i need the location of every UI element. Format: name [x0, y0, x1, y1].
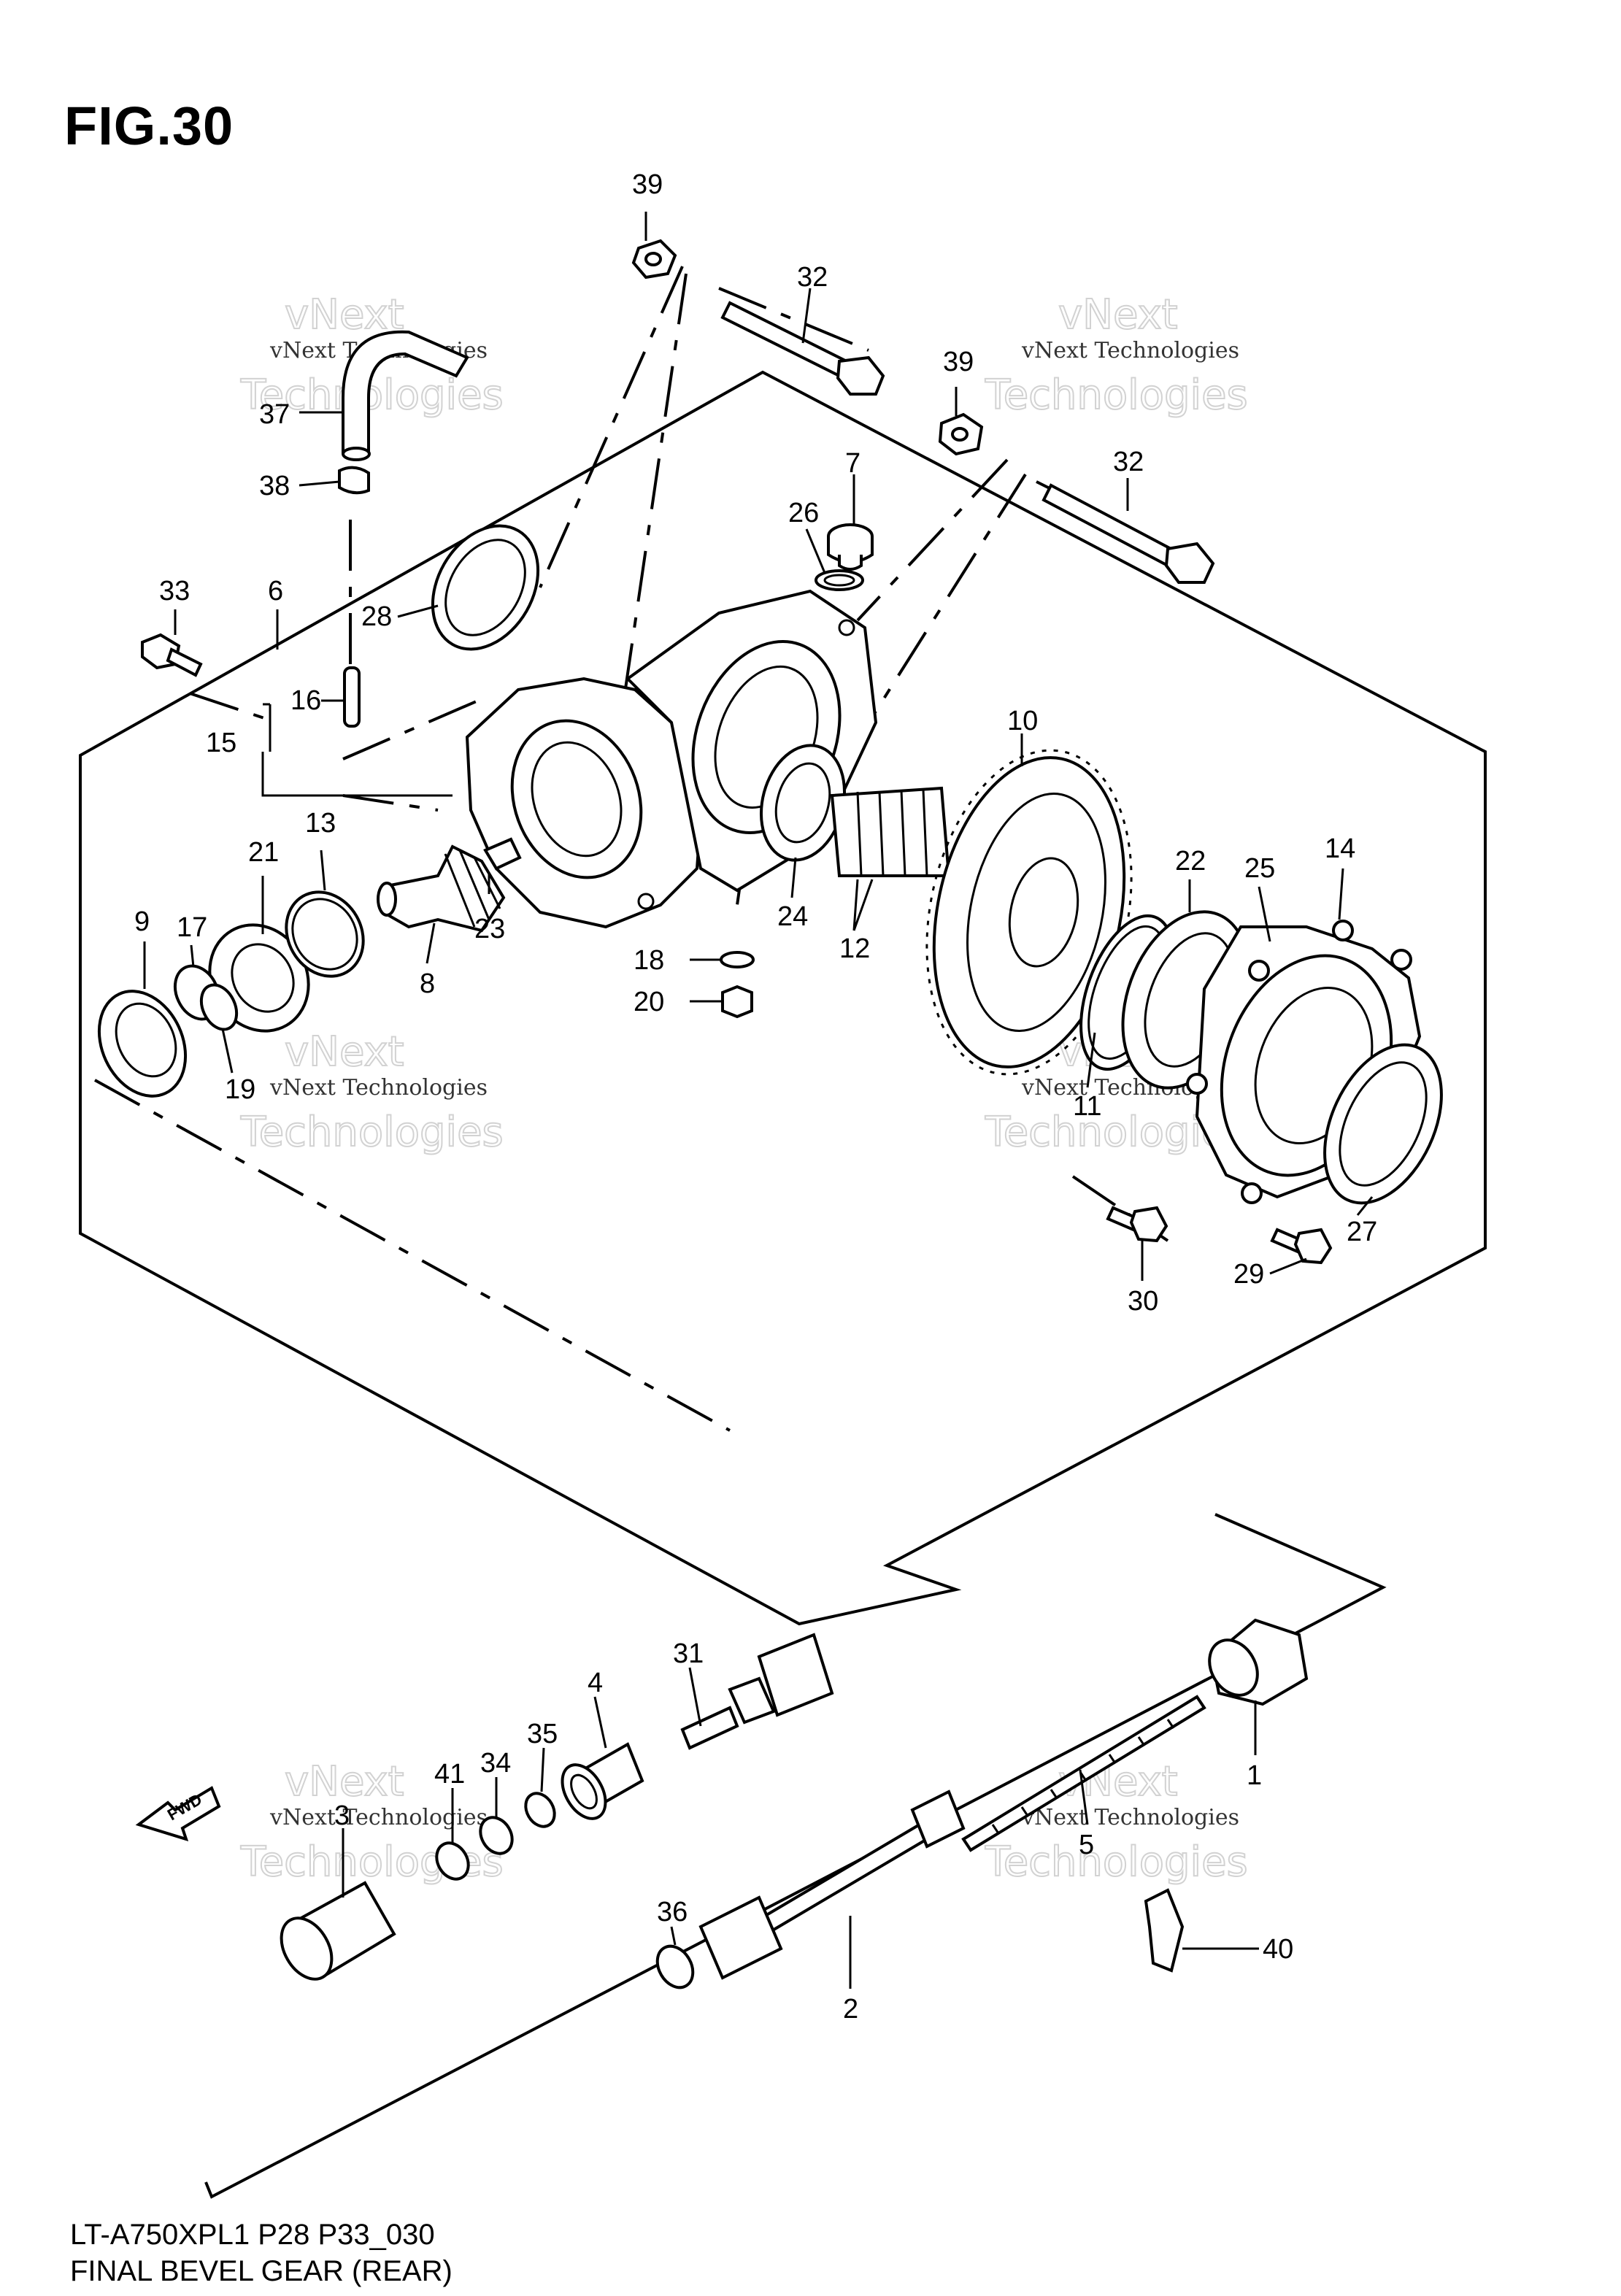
watermark-line2: vNext Technologies [1021, 338, 1239, 363]
clip-40 [1144, 1888, 1185, 1973]
lower-assembly-frame [204, 1513, 1387, 2199]
callout-28: 28 [361, 601, 392, 632]
drain-plug-20 [721, 985, 753, 1019]
watermark-line1: vNext [285, 1028, 404, 1076]
bolt-30 [1106, 1206, 1168, 1243]
oil-seal-28 [431, 524, 540, 651]
callout-23: 23 [474, 914, 505, 944]
callout-39b: 39 [943, 347, 974, 377]
callout-24: 24 [777, 901, 808, 932]
callout-4: 4 [588, 1668, 603, 1698]
callout-3: 3 [334, 1800, 350, 1831]
callout-29: 29 [1233, 1259, 1264, 1290]
watermark-line3: Technologies [240, 1109, 504, 1156]
callout-37: 37 [259, 399, 290, 430]
callout-22: 22 [1175, 846, 1206, 877]
leader-lines [143, 212, 1374, 1989]
callout-10: 10 [1007, 706, 1038, 736]
callout-34: 34 [480, 1748, 511, 1779]
shaft-spacer-12 [830, 786, 951, 877]
callout-40: 40 [1263, 1934, 1293, 1965]
callout-13: 13 [305, 808, 336, 839]
pinion-8 [377, 837, 522, 933]
callout-38: 38 [259, 471, 290, 501]
callout-12: 12 [839, 933, 870, 964]
part-drawings: FWD [97, 239, 1443, 1989]
fwd-arrow: FWD [135, 1786, 221, 1842]
callout-30: 30 [1128, 1286, 1158, 1317]
callout-21: 21 [248, 837, 279, 868]
watermark-line2: vNext Technologies [269, 1805, 488, 1830]
o-ring-36 [655, 1944, 695, 1989]
callout-35: 35 [527, 1719, 558, 1749]
gasket-18 [720, 951, 755, 968]
callout-27: 27 [1347, 1217, 1377, 1247]
callout-7: 7 [845, 448, 860, 479]
washer-35 [524, 1792, 556, 1828]
callout-14: 14 [1325, 833, 1355, 864]
model-code: LT-A750XPL1 P28 P33_030 [70, 2219, 435, 2251]
callout-36: 36 [657, 1897, 688, 1927]
callout-8: 8 [420, 968, 435, 999]
callout-19: 19 [225, 1074, 255, 1105]
drive-shaft-2 [698, 1790, 966, 1980]
callout-25: 25 [1244, 853, 1275, 884]
upper-assembly-frame [79, 370, 1487, 1626]
coupling-3 [280, 1881, 396, 1981]
callout-1: 1 [1247, 1760, 1262, 1791]
callout-33: 33 [159, 576, 190, 606]
callout-31: 31 [673, 1638, 704, 1669]
nut-34 [479, 1816, 514, 1855]
nut-39-top [631, 239, 677, 280]
callout-2: 2 [843, 1994, 858, 2025]
figure-title: FIG.30 [64, 96, 234, 156]
callout-32b: 32 [1113, 447, 1144, 477]
callout-15: 15 [206, 728, 236, 758]
watermark-line1: vNext [1058, 291, 1178, 339]
o-ring-13 [285, 890, 365, 978]
callout-39a: 39 [632, 169, 663, 200]
bolt-33 [141, 633, 203, 677]
watermarks: vNext vNext Technologies Technologies vN… [239, 290, 1249, 1887]
callout-labels: 39 32 39 32 37 38 7 26 33 6 28 16 15 10 … [134, 169, 1377, 2025]
boot-1 [1208, 1618, 1309, 1706]
oil-plug-7 [827, 523, 874, 571]
callout-5: 5 [1079, 1830, 1094, 1860]
watermark-line3: Technologies [985, 1838, 1248, 1886]
spring-5 [961, 1695, 1206, 1852]
callout-41: 41 [434, 1759, 465, 1790]
dowel-pin-16 [343, 666, 361, 728]
clamp-38 [338, 466, 370, 495]
callout-18: 18 [634, 945, 664, 976]
watermark-line2: vNext Technologies [269, 1075, 488, 1101]
callout-20: 20 [634, 987, 664, 1017]
clip-41 [435, 1841, 470, 1881]
callout-6: 6 [268, 576, 283, 606]
washer-26 [815, 569, 864, 591]
watermark-line3: Technologies [985, 371, 1248, 419]
nut-9 [97, 990, 188, 1098]
callout-26: 26 [788, 498, 819, 528]
ring-19 [199, 983, 239, 1031]
watermark-line1: vNext [285, 291, 404, 339]
bolt-32-right [1041, 483, 1215, 584]
bearing-4 [561, 1742, 644, 1820]
watermark-line2: vNext Technologies [1021, 1805, 1239, 1830]
watermark-line1: vNext [285, 1758, 404, 1806]
callout-17: 17 [177, 912, 207, 943]
callout-16: 16 [290, 685, 321, 716]
callout-9: 9 [134, 906, 150, 937]
breather-hose-37 [342, 330, 469, 461]
nut-39-mid [938, 412, 984, 456]
callout-32a: 32 [797, 262, 828, 293]
bolt-29 [1270, 1228, 1333, 1265]
callout-11: 11 [1073, 1091, 1101, 1122]
bolt-32-upper [720, 301, 885, 396]
oil-seal-27 [1323, 1043, 1443, 1205]
shaft-31 [680, 1633, 834, 1750]
figure-description: FINAL BEVEL GEAR (REAR) [70, 2255, 453, 2287]
